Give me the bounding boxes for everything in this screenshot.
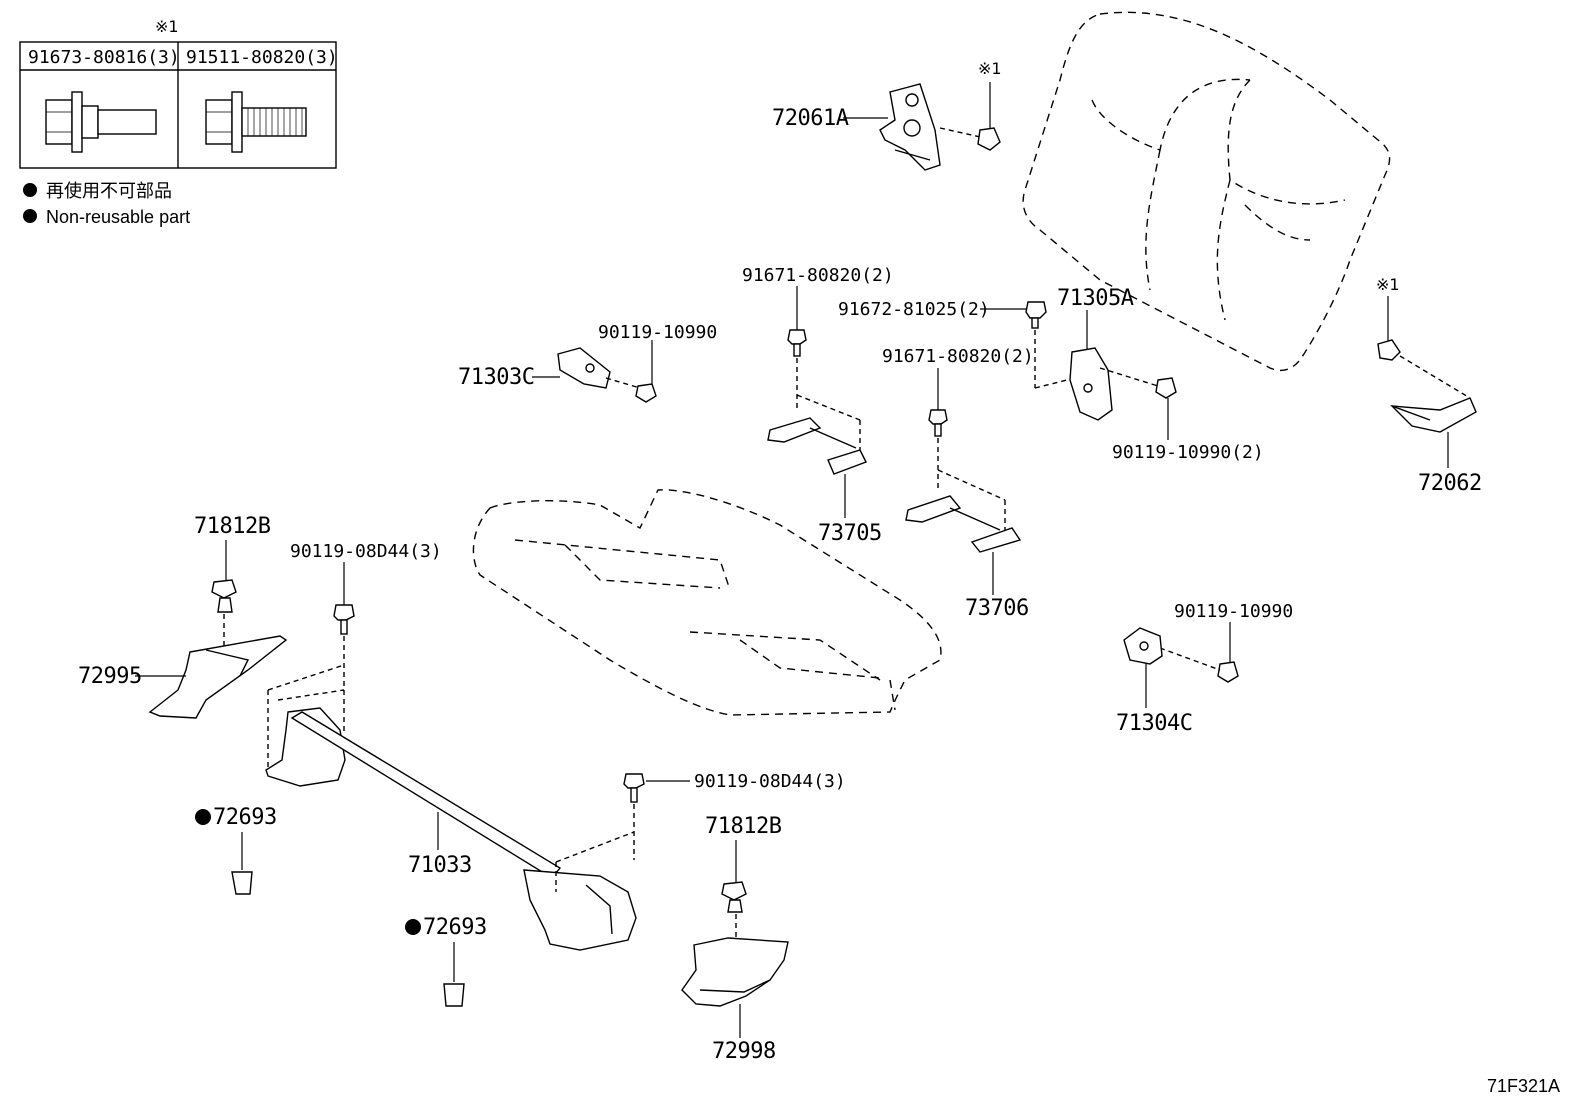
part-72693-b: 72693 <box>405 915 487 1007</box>
legend-col1-part: 91673-80816(3) <box>28 47 180 68</box>
seat-cushion-outline <box>472 489 942 716</box>
label-71812B-b: 71812B <box>705 814 782 839</box>
bolt-icon-long <box>205 91 307 153</box>
ref-mark-72062: ※1 <box>1376 275 1400 294</box>
part-72061A: 72061A ※1 <box>772 59 1002 171</box>
part-72062: ※1 72062 <box>1376 275 1482 496</box>
label-90119-08D44-a: 90119-08D44(3) <box>290 541 442 562</box>
label-91672-81025: 91672-81025(2) <box>838 299 990 320</box>
bolt-icon-short <box>45 91 157 153</box>
part-72995: 71812B 72995 <box>78 514 288 719</box>
label-72061A: 72061A <box>772 106 849 131</box>
label-72998: 72998 <box>712 1039 776 1064</box>
part-73706: 91671-80820(2) 73706 <box>882 346 1034 621</box>
legend-col2-part: 91511-80820(3) <box>186 47 338 68</box>
label-72062: 72062 <box>1418 471 1482 496</box>
part-73705: 91671-80820(2) 73705 <box>742 265 894 546</box>
label-72693-b: 72693 <box>423 915 487 940</box>
non-reusable-note: 再使用不可部品 Non-reusable part <box>23 181 190 227</box>
bullet-icon <box>23 183 37 197</box>
part-72998: 71812B 72998 <box>681 814 789 1064</box>
label-71304C: 71304C <box>1116 711 1192 736</box>
part-72693-a: 72693 <box>195 805 277 895</box>
non-reusable-bullet-icon <box>405 919 421 935</box>
label-90119-08D44-b: 90119-08D44(3) <box>694 771 846 792</box>
non-reusable-bullet-icon <box>195 809 211 825</box>
bullet-icon <box>23 209 37 223</box>
part-71305A: 91672-81025(2) 71305A 90119-10990(2) <box>838 286 1264 463</box>
diagram-code: 71F321A <box>1487 1076 1560 1096</box>
label-90119-10990-b: 90119-10990 <box>1174 601 1293 622</box>
label-73705: 73705 <box>818 521 882 546</box>
label-90119-10990-2: 90119-10990(2) <box>1112 442 1264 463</box>
label-71305A: 71305A <box>1057 286 1134 311</box>
label-71303C: 71303C <box>458 365 534 390</box>
note-jp: 再使用不可部品 <box>46 181 172 201</box>
label-73706: 73706 <box>965 596 1029 621</box>
fastener-legend-table: ※1 91673-80816(3) 91511-80820(3) <box>19 17 338 169</box>
label-72693-a: 72693 <box>213 805 277 830</box>
label-72995: 72995 <box>78 664 142 689</box>
label-91671-80820-b: 91671-80820(2) <box>882 346 1034 367</box>
label-91671-80820-a: 91671-80820(2) <box>742 265 894 286</box>
part-71304C: 90119-10990 71304C <box>1116 601 1293 736</box>
part-71303C: 71303C 90119-10990 <box>458 322 717 403</box>
label-90119-10990-a: 90119-10990 <box>598 322 717 343</box>
seat-back-outline <box>1022 11 1391 372</box>
legend-ref-mark: ※1 <box>155 17 179 36</box>
part-71033: 90119-08D44(3) 71033 90119-08D44(3) <box>265 541 846 951</box>
label-71812B-a: 71812B <box>194 514 271 539</box>
ref-mark-72061A: ※1 <box>978 59 1002 78</box>
label-71033: 71033 <box>408 853 472 878</box>
note-en: Non-reusable part <box>46 207 190 227</box>
